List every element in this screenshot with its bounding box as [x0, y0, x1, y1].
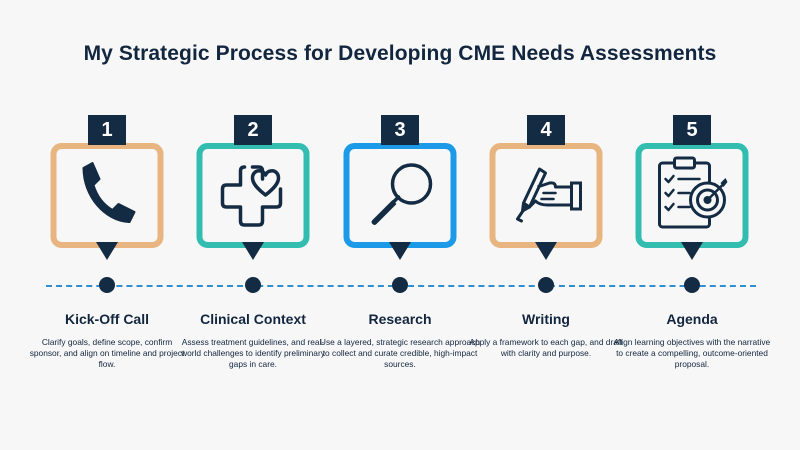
- process-step-1: 1 Kick-Off Call Clarify goals, define sc…: [30, 0, 184, 450]
- step-pointer: [242, 242, 264, 260]
- step-number-badge: 1: [88, 115, 126, 145]
- process-step-4: 4 Writing Apply a framework to each gap,…: [469, 0, 623, 450]
- step-icon-frame: [635, 143, 749, 248]
- timeline-dot: [538, 277, 554, 293]
- step-pointer: [535, 242, 557, 260]
- process-step-2: 2 Clinical Context Assess treatment guid…: [180, 0, 326, 450]
- process-step-3: 3 Research Use a layered, strategic rese…: [320, 0, 480, 450]
- checklist-target-icon: [658, 156, 728, 229]
- timeline-dot: [245, 277, 261, 293]
- process-step-5: 5 Agenda Align learning objectives with …: [614, 0, 770, 450]
- step-description: Assess treatment guidelines, and real-wo…: [181, 337, 325, 369]
- step-title: Agenda: [666, 311, 718, 327]
- timeline-dot: [99, 277, 115, 293]
- timeline-dot: [392, 277, 408, 293]
- step-pointer: [96, 242, 118, 260]
- step-number-badge: 5: [673, 115, 711, 145]
- magnifying-glass-icon: [371, 163, 433, 225]
- medical-cross-heart-icon: [220, 165, 283, 227]
- phone-icon: [82, 162, 136, 223]
- step-pointer: [389, 242, 411, 260]
- step-pointer: [681, 242, 703, 260]
- step-title: Clinical Context: [200, 311, 306, 327]
- step-number-badge: 2: [234, 115, 272, 145]
- step-description: Apply a framework to each gap, and draft…: [469, 337, 623, 358]
- step-title: Writing: [522, 311, 570, 327]
- step-icon-frame: [50, 143, 164, 248]
- timeline-dot: [684, 277, 700, 293]
- step-description: Clarify goals, define scope, confirm spo…: [29, 337, 185, 369]
- page-title: My Strategic Process for Developing CME …: [83, 42, 717, 65]
- step-description: Align learning objectives with the narra…: [613, 337, 771, 369]
- hand-writing-pen-icon: [516, 167, 582, 223]
- step-title: Kick-Off Call: [64, 311, 149, 327]
- step-number-badge: 3: [381, 115, 419, 145]
- step-icon-frame: [343, 143, 457, 248]
- step-number-badge: 4: [527, 115, 565, 145]
- step-icon-frame: [489, 143, 603, 248]
- step-title: Research: [368, 311, 432, 327]
- step-description: Use a layered, strategic research approa…: [319, 337, 481, 369]
- step-icon-frame: [196, 143, 310, 248]
